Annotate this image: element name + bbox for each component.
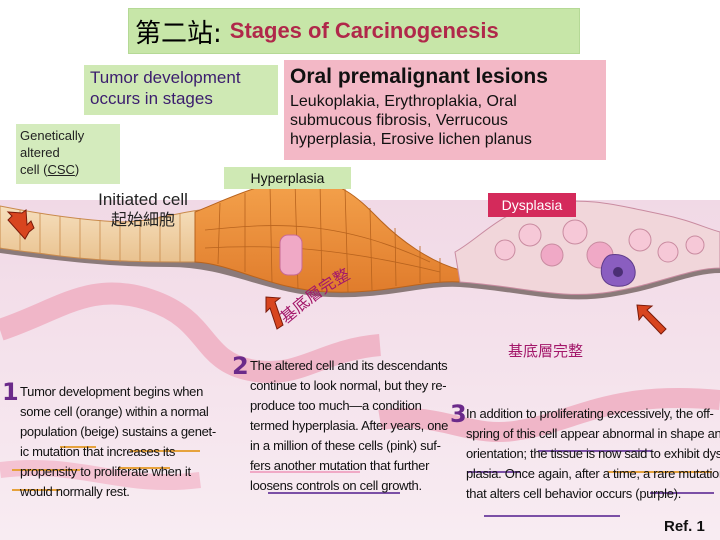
premalignant-lesions-box: Oral premalignant lesions Leukoplakia, E… [284,60,606,160]
dysplasia-cells [494,219,705,287]
blood-vessel [0,459,201,491]
hyperplasia-label: Hyperplasia [224,167,351,189]
step-2-line: termed hyperplasia. After years, one [250,418,449,433]
tumor-line-2: occurs in stages [90,89,213,108]
basal-layer-text-left: 基底層完整 [276,265,353,328]
step-2-line: loosens controls on cell growth. [250,478,422,493]
arrow-basal-right [636,304,667,335]
genetic-line-3: cell (CSC) [20,161,116,178]
step-1-number: 1 [2,378,19,406]
csc-abbreviation: CSC [47,162,75,177]
basal-layer-label-left: 基底層完整 [276,265,353,328]
premalignant-title: Oral premalignant lesions [290,65,548,88]
tumor-development-box: Tumor development occurs in stages [84,65,278,115]
step-2-line: continue to look normal, but they re- [250,378,447,393]
initiated-cell-english: Initiated cell [98,190,188,209]
premalignant-line-1: Leukoplakia, Erythroplakia, Oral [290,93,517,110]
initiated-cell-label: Initiated cell 起始細胞 [88,190,198,230]
step-3-line: In addition to proliferating excessively… [466,406,714,421]
step-2-line: produce too much—a condition [250,398,422,413]
blood-vessel [0,282,382,384]
step-1-line: propensity to proliferate when it [20,464,191,479]
step-3-line: that alters cell behavior occurs (purple… [466,486,682,501]
step-1-line: Tumor development begins when [20,384,204,399]
step-2-number: 2 [232,352,249,380]
genetic-line-2: altered [20,145,60,160]
step-1-line: some cell (orange) within a normal [20,404,209,419]
genetic-line-3-prefix: cell ( [20,162,48,177]
tumor-line-1: Tumor development [90,68,241,87]
step-2-line: The altered cell and its descendants [250,358,448,373]
step-3-number: 3 [450,400,467,428]
step-3-line: spring of this cell appear abnormal in s… [466,426,720,441]
initiated-cell-chinese: 起始細胞 [110,210,175,229]
arrow-genetic-cell [6,209,35,240]
step-1-line: ic mutation that increases its [20,444,176,459]
step-3-line: plasia. Once again, after a time, a rare… [466,466,720,481]
step-1-text: Tumor development begins when some cell … [20,382,216,502]
svg-text:基底層完整: 基底層完整 [276,265,353,328]
pink-cell [279,234,303,276]
step-2-line: in a million of these cells (pink) suf- [250,438,441,453]
genetic-cell-label: Genetically altered cell (CSC) [16,124,120,184]
reference-label: Ref. 1 [664,518,705,535]
text-underlines [12,446,714,517]
step-1-line: population (beige) sustains a genet- [20,424,216,439]
blood-vessel [378,387,720,443]
premalignant-line-3: hyperplasia, Erosive lichen planus [290,131,532,148]
step-2-line: fers another mutation that further [250,458,430,473]
basal-layer-label-right: 基底層完整 [508,342,584,360]
premalignant-list: Leukoplakia, Erythroplakia, Oral submuco… [290,92,600,149]
title-chinese: 第二站: [135,18,222,49]
slide-title: 第二站: Stages of Carcinogenesis [128,8,580,54]
step-1-line: would normally rest. [20,484,130,499]
genetic-line-3-suffix: ) [74,162,80,177]
title-english: Stages of Carcinogenesis [229,18,499,43]
genetic-line-1: Genetically [20,128,85,143]
step-3-line: orientation; the tissue is now said to e… [466,446,720,461]
dysplasia-label: Dysplasia [488,193,576,217]
arrow-basal-left [265,296,284,330]
step-2-text: The altered cell and its descendants con… [250,356,448,496]
premalignant-line-2: submucous fibrosis, Verrucous [290,112,508,129]
step-3-text: In addition to proliferating excessively… [466,404,720,504]
